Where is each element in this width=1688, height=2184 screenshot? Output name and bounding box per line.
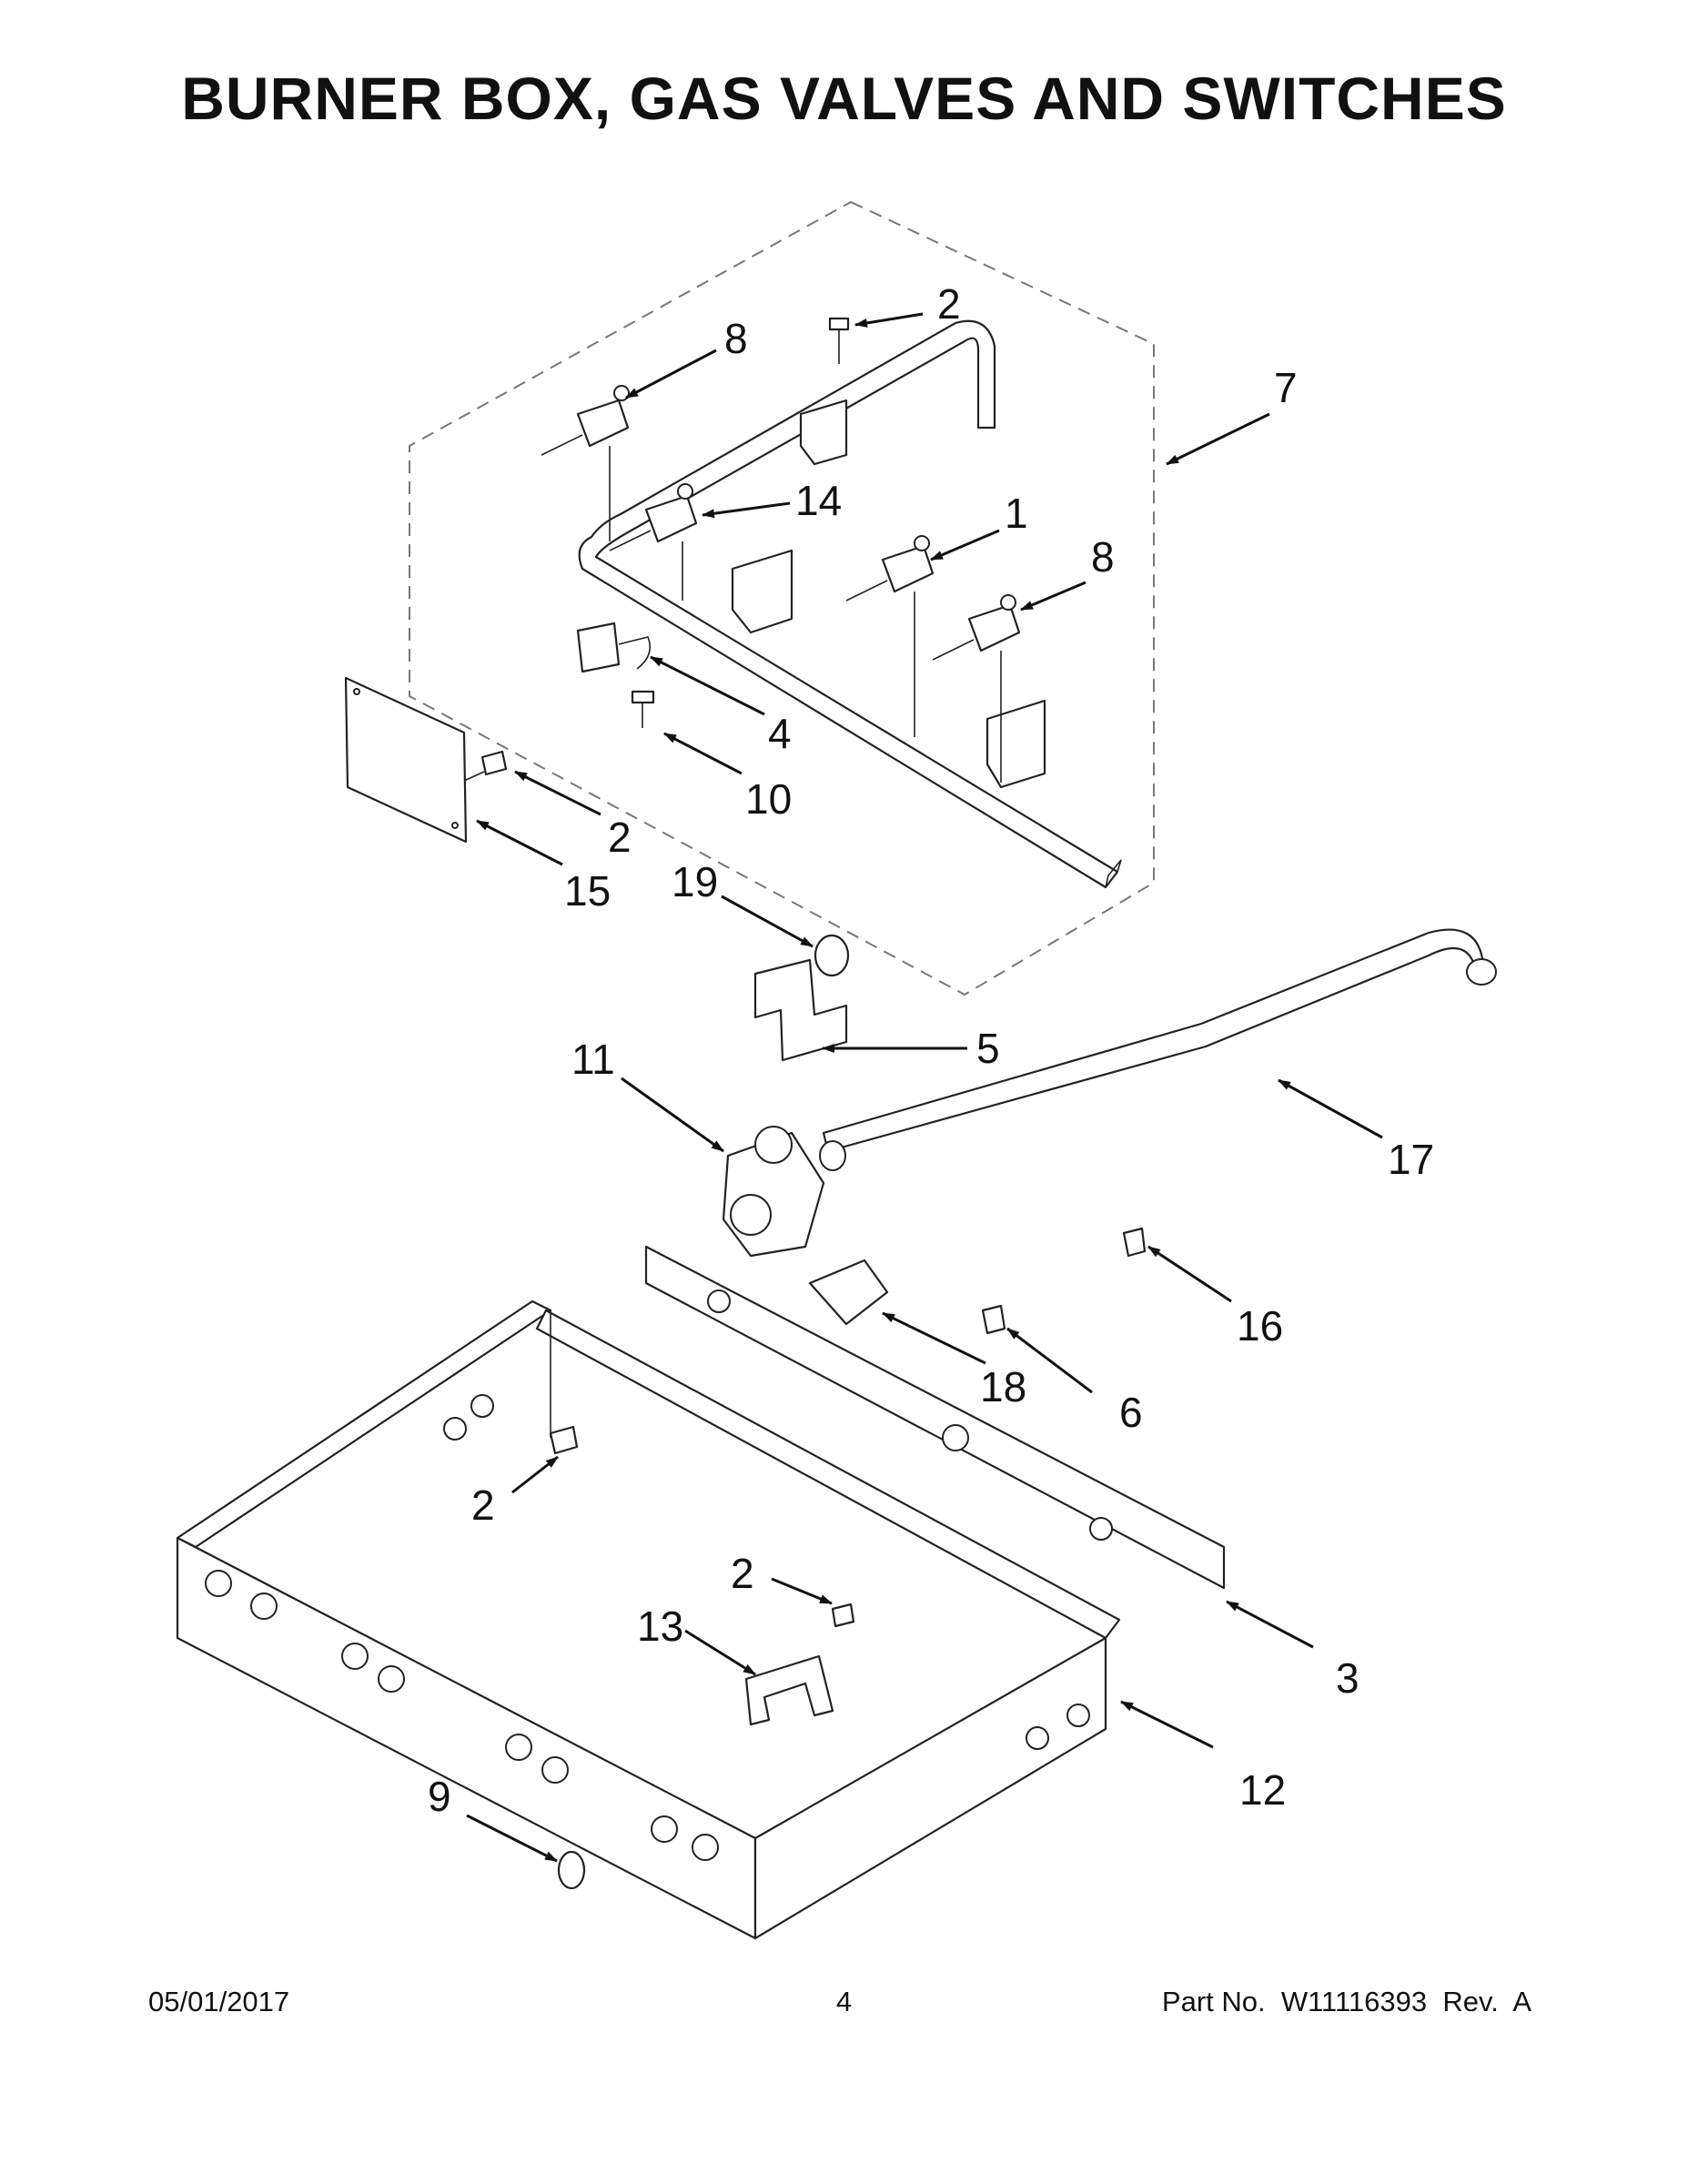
callout-16: 16 bbox=[1237, 1302, 1283, 1350]
callout-4: 4 bbox=[768, 710, 792, 757]
valve-left-top bbox=[541, 385, 630, 541]
callout-2-top: 2 bbox=[937, 280, 961, 328]
front-panel bbox=[644, 1245, 1226, 1590]
manifold-assembly-boundary bbox=[409, 200, 1155, 996]
callout-2-bracket: 2 bbox=[731, 1550, 754, 1597]
cover-plate bbox=[344, 676, 468, 844]
pressure-regulator bbox=[722, 1126, 825, 1258]
callout-18: 18 bbox=[980, 1363, 1026, 1410]
callout-15: 15 bbox=[564, 867, 611, 915]
callout-13: 13 bbox=[637, 1603, 683, 1650]
footer-part-number: Part No. W11116393 Rev. A bbox=[1161, 1986, 1531, 2017]
callout-8-right: 8 bbox=[1091, 533, 1115, 581]
callout-17: 17 bbox=[1388, 1136, 1434, 1183]
callout-2-plate: 2 bbox=[608, 814, 632, 861]
fitting-16 bbox=[1122, 1227, 1147, 1258]
callout-14: 14 bbox=[795, 477, 842, 524]
valve-center bbox=[609, 483, 698, 601]
screw-box bbox=[549, 1425, 579, 1455]
gas-manifold bbox=[578, 319, 1122, 889]
leveling-foot bbox=[557, 1850, 586, 1890]
screw-switch bbox=[631, 690, 655, 728]
screw-plate bbox=[463, 750, 508, 782]
callout-arrows bbox=[466, 312, 1383, 1863]
regulator-bracket bbox=[753, 958, 848, 1062]
valve-right-lower bbox=[932, 594, 1021, 783]
callout-11: 11 bbox=[571, 1036, 615, 1083]
callout-12: 12 bbox=[1239, 1766, 1286, 1814]
footer-date: 05/01/2017 bbox=[148, 1986, 290, 2017]
footer-page-number: 4 bbox=[835, 1986, 853, 2017]
callout-7: 7 bbox=[1274, 364, 1298, 411]
callout-6: 6 bbox=[1119, 1389, 1143, 1436]
gas-supply-tube bbox=[819, 928, 1497, 1171]
burner-box bbox=[176, 1299, 1121, 1940]
switch bbox=[576, 622, 652, 673]
orifice-disc bbox=[814, 934, 850, 977]
screw-bracket bbox=[831, 1603, 855, 1628]
callout-1: 1 bbox=[1005, 490, 1028, 537]
callout-10: 10 bbox=[745, 775, 792, 823]
fitting-6 bbox=[981, 1304, 1006, 1335]
callout-19: 19 bbox=[672, 858, 718, 905]
callout-2-box: 2 bbox=[471, 1481, 495, 1529]
callout-8-left: 8 bbox=[724, 315, 748, 362]
callout-3: 3 bbox=[1336, 1654, 1359, 1702]
page-title: BURNER BOX, GAS VALVES AND SWITCHES bbox=[181, 65, 1507, 132]
callout-5: 5 bbox=[976, 1025, 1000, 1072]
screw-top bbox=[828, 317, 850, 364]
valve-right-upper bbox=[845, 535, 935, 737]
callout-9: 9 bbox=[428, 1773, 451, 1820]
bracket-13 bbox=[744, 1654, 834, 1726]
heat-shield bbox=[808, 1259, 889, 1326]
